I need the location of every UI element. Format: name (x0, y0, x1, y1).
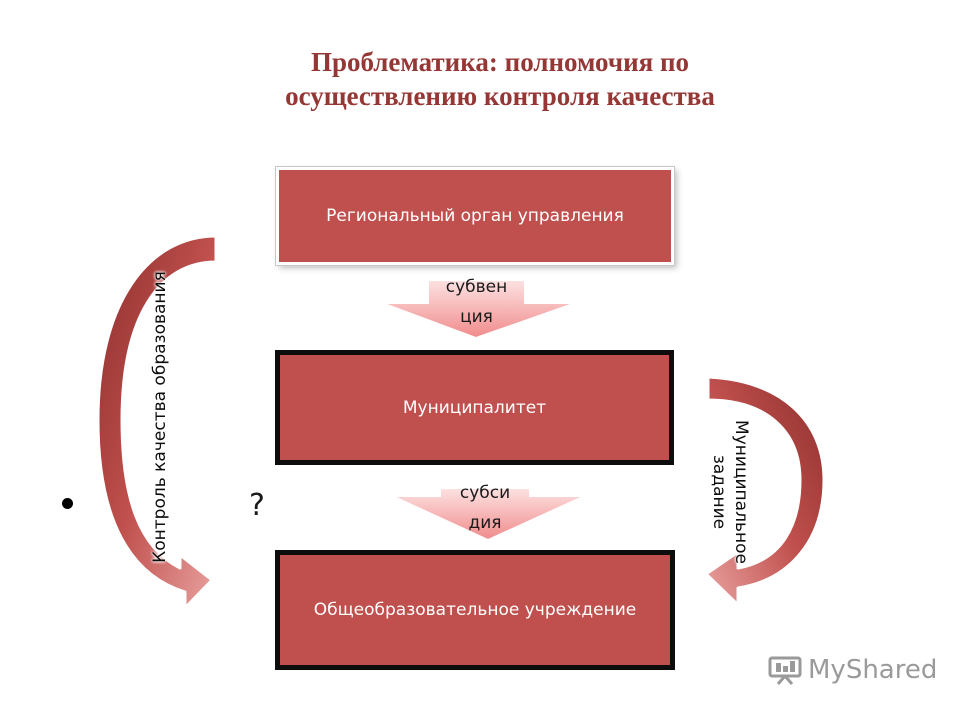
subvention-arrow (381, 279, 577, 340)
presentation-icon (768, 656, 802, 685)
quality-control-label: Контроль качества образования (149, 257, 171, 577)
myshared-logo: MyShared (768, 655, 937, 685)
quality-control-text: Контроль качества образования (150, 271, 170, 563)
subvention-label: субвен ция (428, 272, 525, 332)
subvention-label-line-1: субвен (445, 277, 508, 297)
school-box: Общеобразовательное учреждение (275, 550, 675, 670)
question-mark: ? (249, 488, 265, 523)
right-curved-arrow (704, 375, 826, 607)
school-label: Общеобразовательное учреждение (313, 600, 637, 620)
subsidy-label: субси дия (440, 478, 530, 538)
title-line-2: осуществлению контроля качества (285, 81, 715, 111)
municipality-label: Муниципалитет (402, 397, 547, 418)
left-curved-arrow (96, 234, 218, 610)
subvention-label-line-2: ция (460, 307, 493, 327)
title-line-1: Проблематика: полномочия по (310, 47, 690, 77)
municipality-box: Муниципалитет (275, 350, 674, 465)
municipal-assignment-line-1: Муниципальное (731, 420, 751, 564)
slide-title: Проблематика: полномочия по осуществлени… (0, 45, 960, 113)
subsidy-label-line-1: субси (459, 483, 511, 503)
bullet-dot (62, 498, 73, 509)
regional-authority-label: Региональный орган управления (326, 206, 624, 226)
logo-text: MyShared (808, 655, 938, 685)
regional-authority-box: Региональный орган управления (276, 167, 674, 265)
municipal-assignment-label: Муниципальное задание (708, 402, 752, 582)
subsidy-label-line-2: дия (468, 513, 502, 533)
municipal-assignment-line-2: задание (709, 454, 729, 530)
subsidy-arrow (391, 487, 586, 542)
